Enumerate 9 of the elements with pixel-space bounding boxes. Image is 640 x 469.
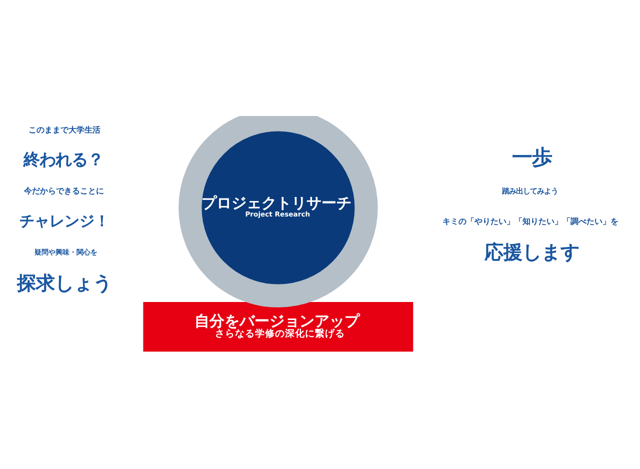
- label: 今だからできることに: [24, 185, 104, 196]
- label: チャレンジ！: [19, 211, 110, 230]
- label: 終われる？: [24, 150, 104, 169]
- label: 応援します: [484, 241, 580, 264]
- label: 一歩: [512, 144, 552, 168]
- node-box: 自分をバージョンアップ さらなる学修の深化に繋げる: [143, 301, 414, 352]
- label: 探求しょう: [17, 272, 112, 294]
- label: キミの「やりたい」「知りたい」「調べたい」を: [442, 216, 619, 226]
- label: このままで大学生活: [28, 124, 100, 134]
